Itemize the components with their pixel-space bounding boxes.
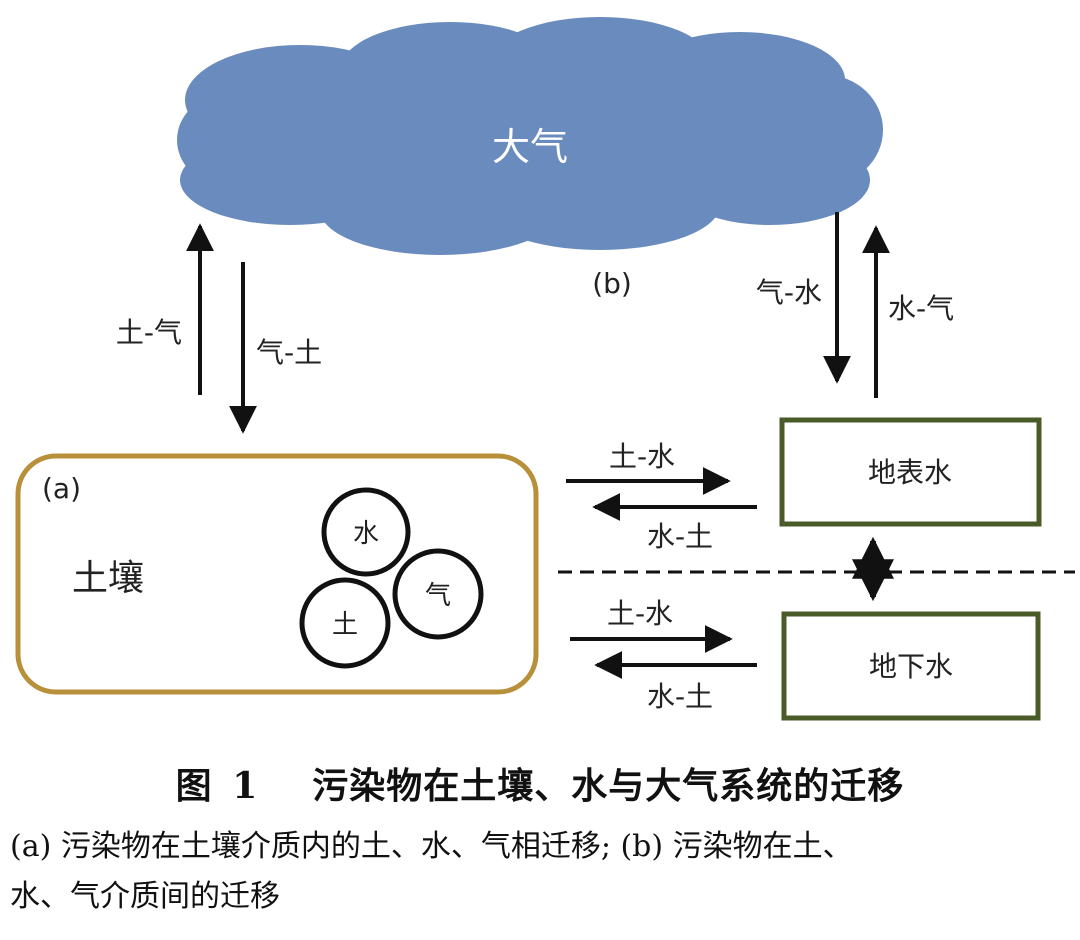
label-soil-to-ground: 土-水 bbox=[607, 597, 673, 630]
air-particle bbox=[392, 548, 484, 640]
caption-line-2: 水、气介质间的迁移 bbox=[10, 879, 280, 914]
figure-title: 污染物在土壤、水与大气系统的迁移 bbox=[312, 765, 905, 807]
soil-particle bbox=[299, 577, 391, 669]
panel-b-label: (b) bbox=[592, 267, 632, 300]
surface-water-box bbox=[779, 417, 1042, 527]
groundwater-label: 地下水 bbox=[869, 650, 953, 683]
soil-particle-label: 土 bbox=[332, 610, 358, 640]
label-water-to-air: 水-气 bbox=[888, 292, 954, 325]
water-particle bbox=[321, 487, 411, 577]
soil-label: 土壤 bbox=[72, 558, 144, 599]
label-ground-to-soil: 水-土 bbox=[647, 680, 713, 713]
surface-water-label: 地表水 bbox=[868, 456, 952, 489]
cloud-shape bbox=[177, 17, 883, 255]
label-air-to-soil: 气-土 bbox=[256, 336, 322, 369]
panel-a-label: (a) bbox=[42, 472, 81, 505]
air-particle-label: 气 bbox=[425, 581, 451, 611]
figure-caption-title: 图 1 污染物在土壤、水与大气系统的迁移 bbox=[0, 757, 1080, 809]
migration-diagram: 大气 (b) 土-气 气-土 气-水 水-气 (a) 土壤 水 气 土 土-水 … bbox=[15, 17, 1075, 721]
label-air-to-water: 气-水 bbox=[756, 276, 822, 309]
figure-number: 1 bbox=[232, 765, 259, 807]
label-soil-to-air: 土-气 bbox=[116, 316, 182, 349]
water-particle-label: 水 bbox=[353, 519, 379, 549]
atmosphere-cloud: 大气 bbox=[177, 17, 883, 255]
label-surface-to-soil: 水-土 bbox=[647, 520, 713, 553]
label-soil-to-surface: 土-水 bbox=[609, 440, 675, 473]
figure-caption-description: (a) 污染物在土壤介质内的土、水、气相迁移; (b) 污染物在土、 水、气介质… bbox=[10, 822, 1070, 922]
groundwater-box bbox=[781, 611, 1041, 721]
cloud-label: 大气 bbox=[492, 125, 568, 169]
figure-word: 图 bbox=[175, 765, 213, 807]
caption-line-1: (a) 污染物在土壤介质内的土、水、气相迁移; (b) 污染物在土、 bbox=[10, 829, 853, 864]
